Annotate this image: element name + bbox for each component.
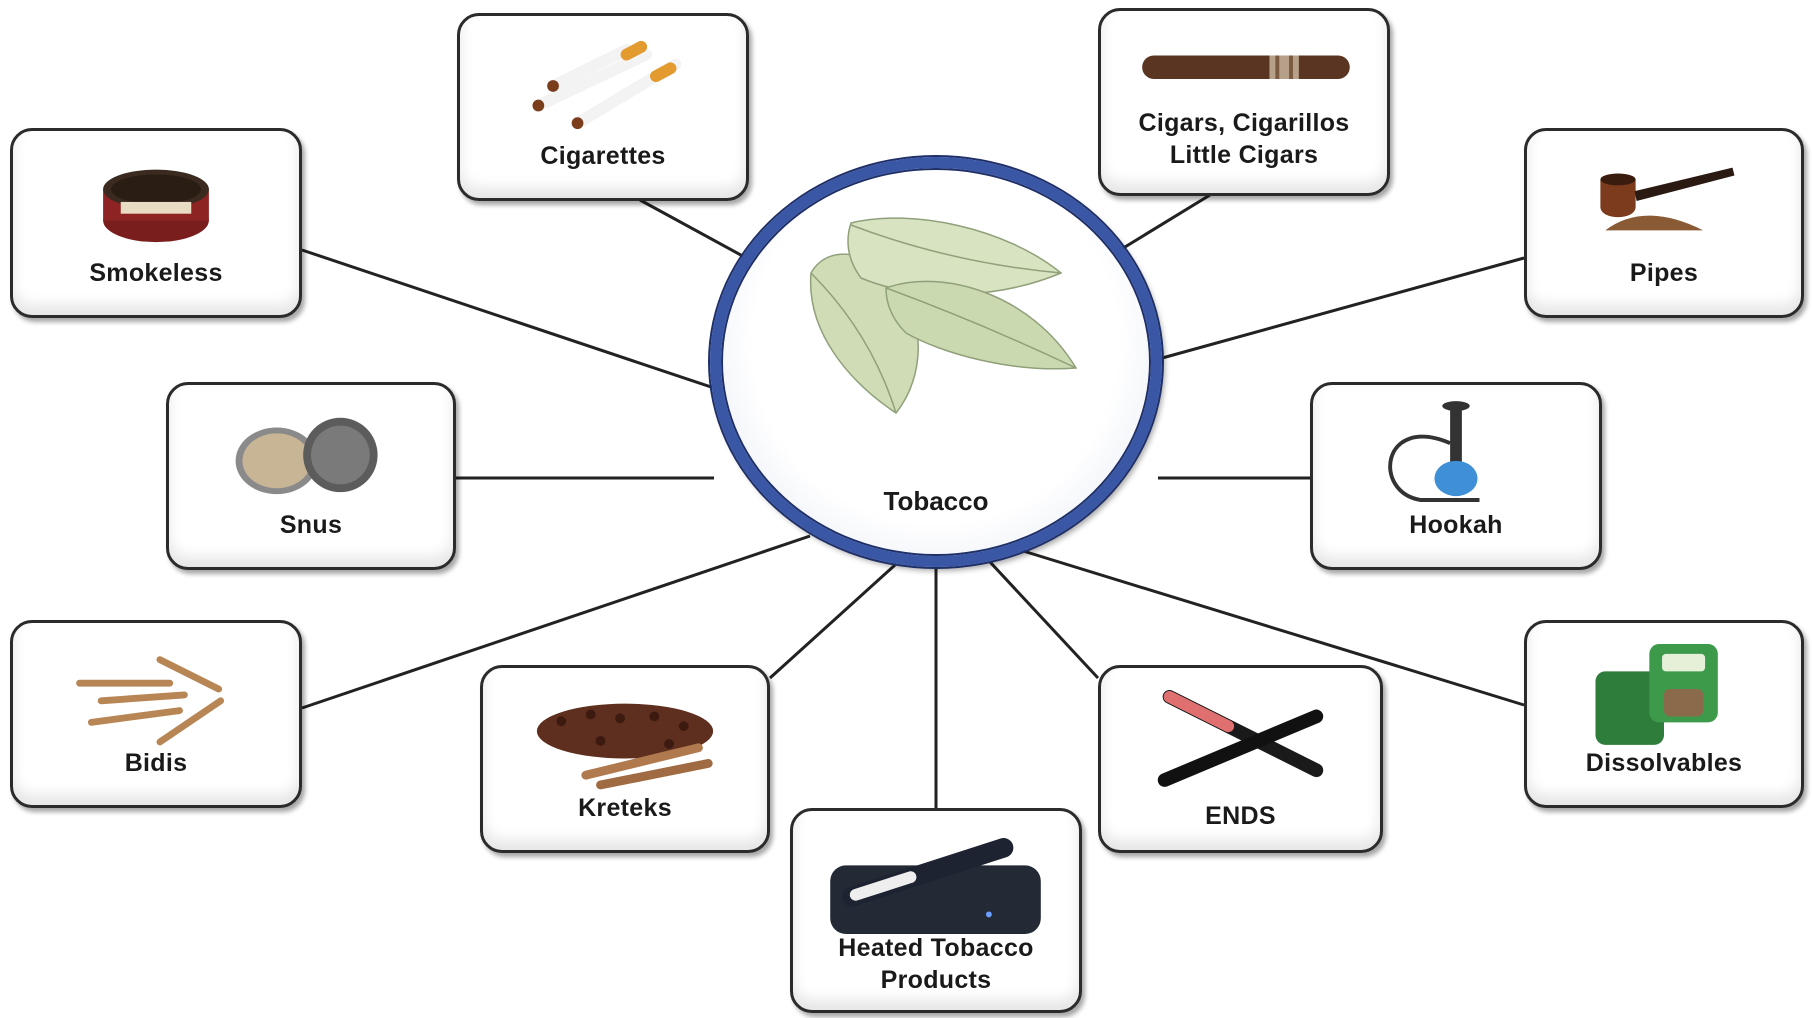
node-pipes: Pipes <box>1524 128 1804 318</box>
node-bidis: Bidis <box>10 620 302 808</box>
node-ends: ENDS <box>1098 665 1383 853</box>
snus-tin-icon <box>235 417 378 495</box>
connector-cigars <box>1119 193 1211 252</box>
tobacco-leaves-icon <box>809 217 1078 415</box>
node-label: Smokeless <box>89 259 223 287</box>
e-cigarette-icon <box>1157 689 1324 787</box>
pipe-icon <box>1600 167 1735 231</box>
hub-label: Tobacco <box>883 486 989 516</box>
node-label: Hookah <box>1409 511 1503 539</box>
kreteks-icon <box>536 703 714 790</box>
node-label: Bidis <box>124 749 188 777</box>
node-dissolvables: Dissolvables <box>1524 620 1804 808</box>
hookah-icon <box>1388 401 1480 502</box>
node-label: Dissolvables <box>1585 749 1743 777</box>
node-label: Kreteks <box>578 794 672 822</box>
node-snus: Snus <box>166 382 456 570</box>
node-cigarettes: Cigarettes <box>457 13 749 201</box>
connector-ends <box>988 560 1100 680</box>
connector-kreteks <box>768 563 897 680</box>
cigar-icon <box>1142 55 1350 79</box>
snuff-tin-icon <box>103 169 209 243</box>
node-kreteks: Kreteks <box>480 665 770 853</box>
dissolvables-pack-icon <box>1595 644 1718 745</box>
node-label: Cigars, Cigarillos Little Cigars <box>1138 109 1350 169</box>
node-label: Pipes <box>1629 259 1699 287</box>
tobacco-hub: Tobacco <box>710 157 1162 567</box>
connector-bidis <box>301 534 811 710</box>
heated-device-icon <box>830 837 1041 934</box>
bidis-icon <box>76 656 225 746</box>
node-hookah: Hookah <box>1310 382 1602 570</box>
cigarettes-icon <box>532 40 682 130</box>
node-cigars: Cigars, Cigarillos Little Cigars <box>1098 8 1390 196</box>
node-label: Heated Tobacco Products <box>838 934 1034 994</box>
connector-cigarettes <box>639 198 751 262</box>
node-smokeless: Smokeless <box>10 128 302 318</box>
node-label: Snus <box>279 511 343 539</box>
connector-pipes <box>1154 256 1525 362</box>
node-label: ENDS <box>1205 802 1276 830</box>
connector-dissolvables <box>1019 548 1525 707</box>
connector-smokeless <box>301 248 721 392</box>
node-label: Cigarettes <box>540 142 666 170</box>
node-heated: Heated Tobacco Products <box>790 808 1082 1013</box>
